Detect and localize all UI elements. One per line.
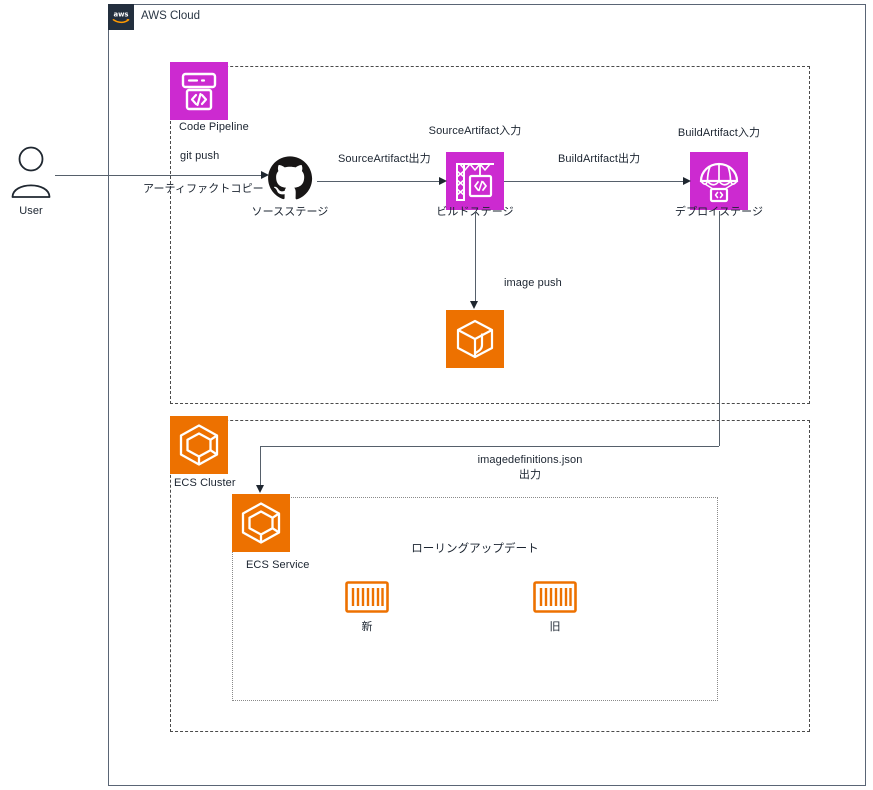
edge-source-to-build-arrowhead xyxy=(439,176,447,185)
edge-imagedefinitions-label-line1: imagedefinitions.json xyxy=(477,454,583,466)
edge-user-to-source xyxy=(55,175,263,177)
edge-user-to-source-arrowhead xyxy=(261,170,269,179)
source-stage-label: ソースステージ xyxy=(251,205,329,218)
build-stage-input-label: SourceArtifact入力 xyxy=(428,125,522,137)
ecs-cluster-icon xyxy=(170,416,228,474)
rolling-update-label: ローリングアップデート xyxy=(411,541,539,555)
edge-source-artifact-output-label: SourceArtifact出力 xyxy=(338,153,431,165)
edge-deploy-to-service-seg3 xyxy=(260,445,262,488)
codebuild-icon xyxy=(446,152,504,210)
edge-build-to-ecr-arrowhead xyxy=(470,301,478,309)
codepipeline-group-boundary xyxy=(170,66,810,404)
edge-deploy-to-service-arrowhead xyxy=(255,485,264,493)
edge-build-to-deploy xyxy=(504,181,686,183)
codepipeline-icon xyxy=(170,62,228,120)
ecs-service-icon xyxy=(232,494,290,552)
edge-artifact-copy-label: アーティファクトコピー xyxy=(143,182,264,195)
user-icon xyxy=(10,146,52,198)
user-label: User xyxy=(19,205,43,217)
edge-build-to-deploy-arrowhead xyxy=(683,176,691,185)
deploy-stage-input-label: BuildArtifact入力 xyxy=(677,127,761,139)
github-icon xyxy=(267,155,313,201)
task-old-label: 旧 xyxy=(549,620,561,633)
aws-cloud-label: AWS Cloud xyxy=(141,10,201,22)
ecs-cluster-group-boundary xyxy=(170,420,810,732)
edge-imagedefinitions-label-line2: 出力 xyxy=(518,468,542,481)
task-new-label: 新 xyxy=(361,620,373,633)
ecs-cluster-label: ECS Cluster xyxy=(174,477,236,489)
codedeploy-icon xyxy=(690,152,748,210)
edge-deploy-to-service-seg1 xyxy=(718,211,720,446)
aws-cloud-boundary xyxy=(108,4,866,786)
codepipeline-label: Code Pipeline xyxy=(179,121,249,133)
container-task-icon-old xyxy=(533,581,577,613)
svg-text:aws: aws xyxy=(113,10,128,18)
edge-build-artifact-output-label: BuildArtifact出力 xyxy=(558,153,641,165)
ecs-service-label: ECS Service xyxy=(246,559,310,571)
container-task-icon-new xyxy=(345,581,389,613)
edge-git-push-label: git push xyxy=(180,150,220,162)
ecr-icon xyxy=(446,310,504,368)
ecs-service-group-boundary xyxy=(232,497,718,701)
edge-image-push-label: image push xyxy=(504,277,562,289)
edge-source-to-build xyxy=(317,181,442,183)
aws-logo-icon: aws xyxy=(108,4,134,30)
edge-deploy-to-service-seg2 xyxy=(260,445,719,447)
edge-build-to-ecr xyxy=(474,211,476,303)
